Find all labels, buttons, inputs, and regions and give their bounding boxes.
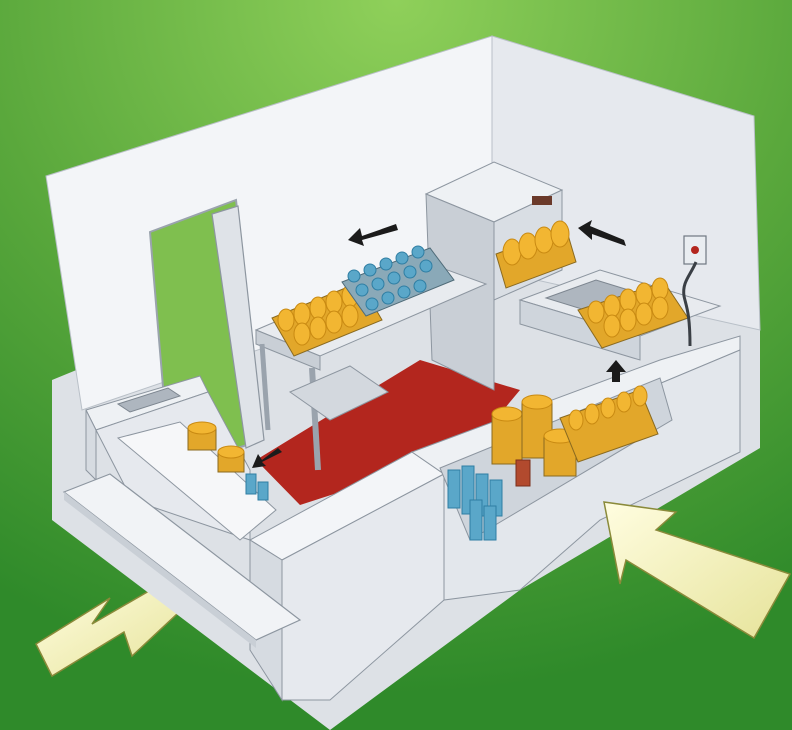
- under-table-shelf: [288, 365, 389, 421]
- dishwasher-control-panel: [532, 196, 552, 205]
- direction-arrow-icon: [252, 220, 626, 468]
- arrow-up-sink: [606, 360, 626, 382]
- pass-through-shelf: [116, 421, 277, 541]
- door-icon: [211, 205, 265, 449]
- pass-through-dishes: [187, 421, 269, 501]
- serving-ledge-edge: [64, 492, 256, 648]
- flow-arrow-out-icon: [35, 579, 194, 678]
- sink-rack-plates: [577, 277, 689, 349]
- flow-arrow-in-icon: [603, 501, 792, 640]
- arrow-to-clean-table: [348, 224, 398, 246]
- arrow-to-pass-through: [252, 448, 282, 468]
- spray-hose-icon: [682, 261, 698, 347]
- handwash-basin: [116, 387, 182, 413]
- clean-cups-rack: [341, 245, 455, 317]
- soiled-cup-stacks: [447, 459, 531, 541]
- arrow-from-machine: [578, 220, 626, 246]
- dishwasher-rack: [495, 220, 577, 289]
- soiled-rack: [559, 385, 659, 463]
- front-counter-front: [281, 473, 445, 701]
- red-floor: [256, 360, 520, 505]
